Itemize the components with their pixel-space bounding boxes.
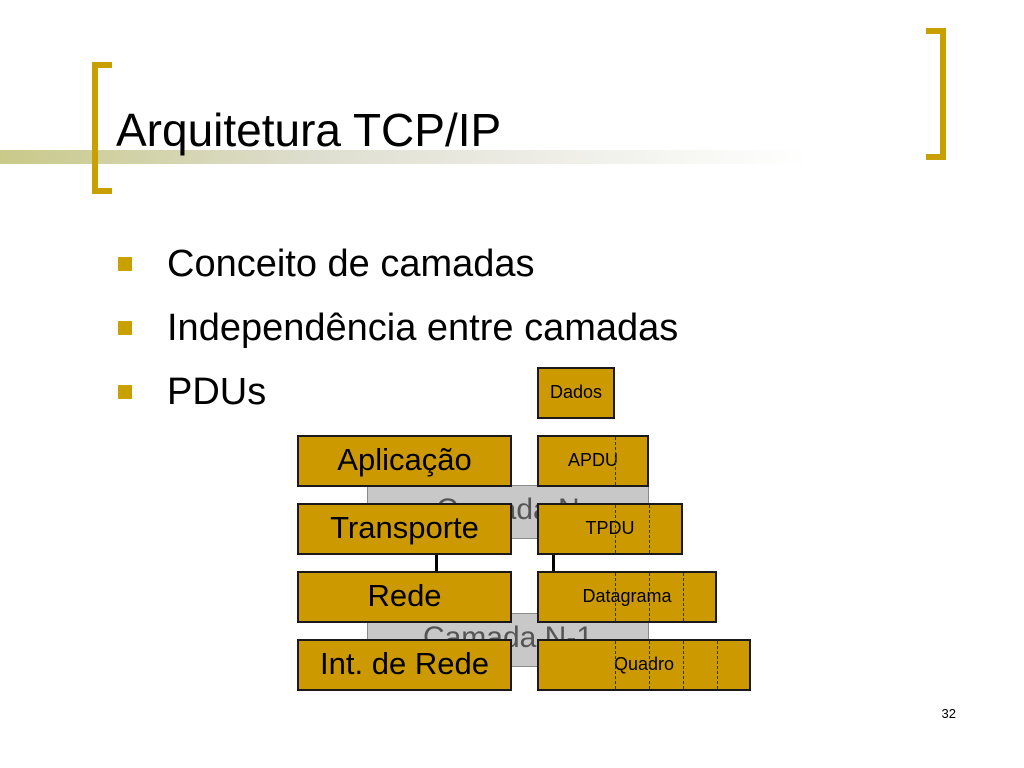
pdu-apdu: APDU (537, 435, 649, 487)
header-divider (649, 573, 650, 621)
bullet-list: Conceito de camadas Independência entre … (118, 232, 678, 424)
header-divider (683, 641, 684, 689)
header-divider (615, 573, 616, 621)
bullet-item: Independência entre camadas (118, 296, 678, 360)
layer-int-de-rede: Int. de Rede (297, 639, 512, 691)
header-divider (615, 641, 616, 689)
pdu-quadro: Quadro (537, 639, 751, 691)
header-divider (649, 505, 650, 553)
bullet-square-icon (118, 385, 132, 399)
header-divider (615, 437, 616, 485)
header-divider (717, 641, 718, 689)
slide-title: Arquitetura TCP/IP (116, 104, 502, 156)
layer-aplicacao: Aplicação (297, 435, 512, 487)
bullet-item: Conceito de camadas (118, 232, 678, 296)
right-bracket-decoration (926, 28, 946, 160)
connector-line (552, 552, 555, 572)
bullet-item: PDUs (118, 360, 678, 424)
header-divider (683, 573, 684, 621)
bullet-square-icon (118, 321, 132, 335)
left-bracket-decoration (92, 62, 112, 194)
header-divider (615, 505, 616, 553)
pdu-datagrama: Datagrama (537, 571, 717, 623)
layer-rede: Rede (297, 571, 512, 623)
bullet-square-icon (118, 257, 132, 271)
title-underline-bar (0, 150, 900, 164)
layer-transporte: Transporte (297, 503, 512, 555)
header-divider (649, 641, 650, 689)
pdu-tpdu: TPDU (537, 503, 683, 555)
pdu-dados: Dados (537, 367, 615, 419)
connector-line (435, 552, 438, 572)
page-number: 32 (941, 706, 956, 721)
